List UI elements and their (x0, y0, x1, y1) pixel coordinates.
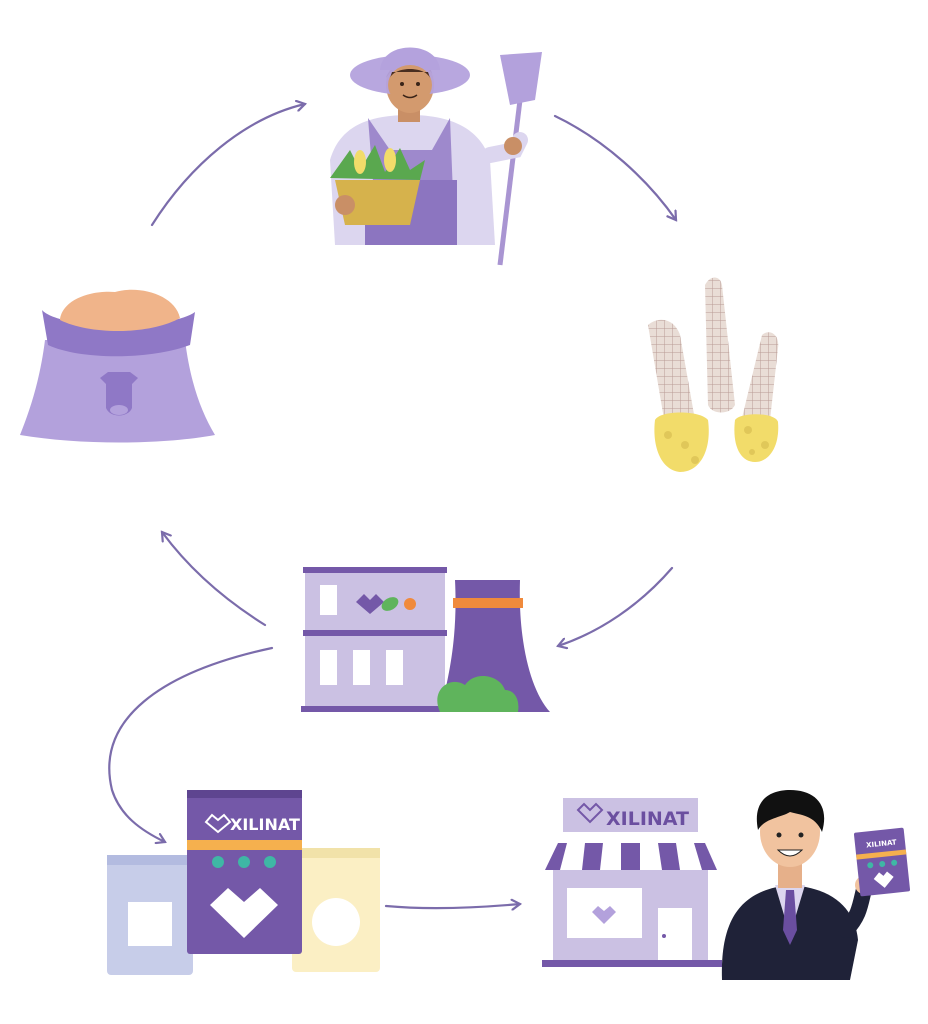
factory-icon (301, 567, 550, 712)
arrow-farmer-to-corn (553, 114, 676, 220)
corn-cob-icon (648, 277, 779, 472)
packet-brand-label: XILINAT (866, 838, 897, 849)
bag-brand-label: XILINAT (230, 815, 300, 834)
arrow-feed-to-farmer (150, 104, 305, 227)
feed-sack-icon (20, 289, 215, 443)
farmer-with-corn-icon (330, 47, 542, 266)
seller-product-packet: XILINAT (853, 827, 911, 897)
cow-icon (100, 372, 138, 416)
cream-bag (292, 848, 380, 972)
product-bags-icon: XILINAT (107, 790, 380, 975)
arrow-factory-to-products (108, 646, 274, 842)
arrow-products-to-store (384, 904, 520, 908)
blue-bag (107, 855, 193, 975)
store-with-seller-icon: XILINAT XILINAT (542, 790, 911, 980)
store-sign-brand: XILINAT (606, 808, 689, 830)
arrow-factory-to-feed (162, 532, 267, 627)
xilinat-purple-bag: XILINAT (187, 790, 302, 954)
arrow-corn-to-factory (558, 566, 674, 646)
